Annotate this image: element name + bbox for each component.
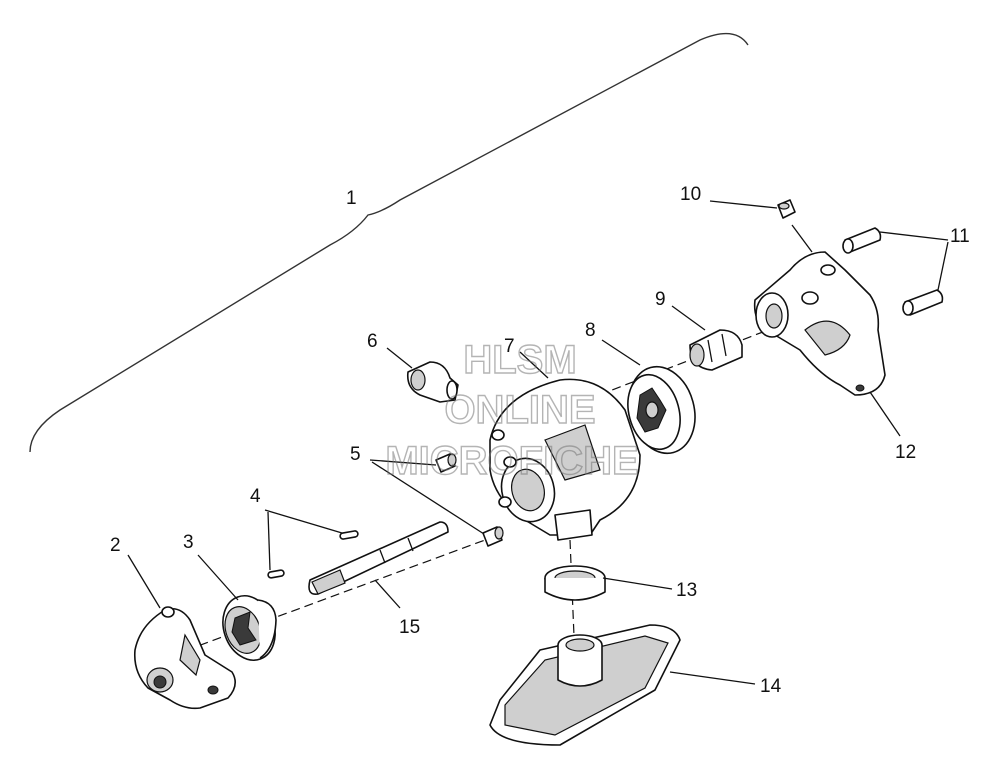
leader-8 (601, 339, 641, 366)
watermark-line-2: ONLINE (444, 388, 595, 432)
callout-6: 6 (367, 331, 378, 352)
callout-10: 10 (680, 184, 701, 205)
leader-5b (371, 461, 485, 535)
part-6-fitting (406, 361, 459, 403)
callout-9: 9 (655, 289, 666, 310)
leader-12 (869, 391, 901, 437)
leader-7 (519, 351, 549, 379)
callout-2: 2 (110, 535, 121, 556)
leader-9 (671, 305, 706, 331)
part-15-drive-shaft (308, 521, 449, 596)
part-11-dowel-pins (842, 227, 944, 316)
callout-14: 14 (760, 676, 782, 697)
assembly-brace (29, 32, 749, 453)
part-7-pump-body (489, 378, 641, 541)
leader-2 (127, 554, 161, 609)
leader-4a (264, 509, 343, 534)
part-2-front-cover (133, 606, 236, 710)
part-9-valve (689, 329, 743, 371)
callout-5: 5 (350, 444, 361, 465)
centerline-shaft (159, 539, 486, 661)
leader-4b (267, 511, 271, 571)
leader-15 (374, 579, 401, 609)
leader-10 (709, 200, 778, 209)
leader-13 (602, 577, 673, 590)
callout-8: 8 (585, 320, 596, 341)
leader-5a (369, 459, 437, 466)
leader-10b (791, 224, 813, 253)
callout-13: 13 (676, 580, 697, 601)
leader-3 (197, 554, 239, 601)
callout-15: 15 (399, 617, 420, 638)
callout-12: 12 (895, 442, 916, 463)
part-8-outer-rotor (627, 365, 696, 455)
callout-11: 11 (950, 226, 970, 247)
callout-1: 1 (346, 188, 357, 209)
callout-3: 3 (183, 532, 194, 553)
watermark-line-3: MICROFICHE (385, 439, 638, 483)
leader-6 (386, 347, 413, 369)
part-10-plug (777, 199, 796, 219)
callout-4: 4 (250, 486, 261, 507)
leader-14 (669, 671, 756, 685)
leader-11a (879, 231, 949, 241)
part-13-seal-ring (544, 565, 606, 601)
part-3-inner-rotor (222, 595, 277, 661)
callout-7: 7 (504, 336, 515, 357)
part-5-dowels (435, 453, 504, 547)
part-4-pins (267, 530, 359, 579)
part-14-strainer (489, 624, 681, 746)
part-12-rear-cover (753, 251, 886, 396)
leader-11b (937, 241, 949, 291)
watermark-line-1: HLSM (463, 338, 576, 382)
